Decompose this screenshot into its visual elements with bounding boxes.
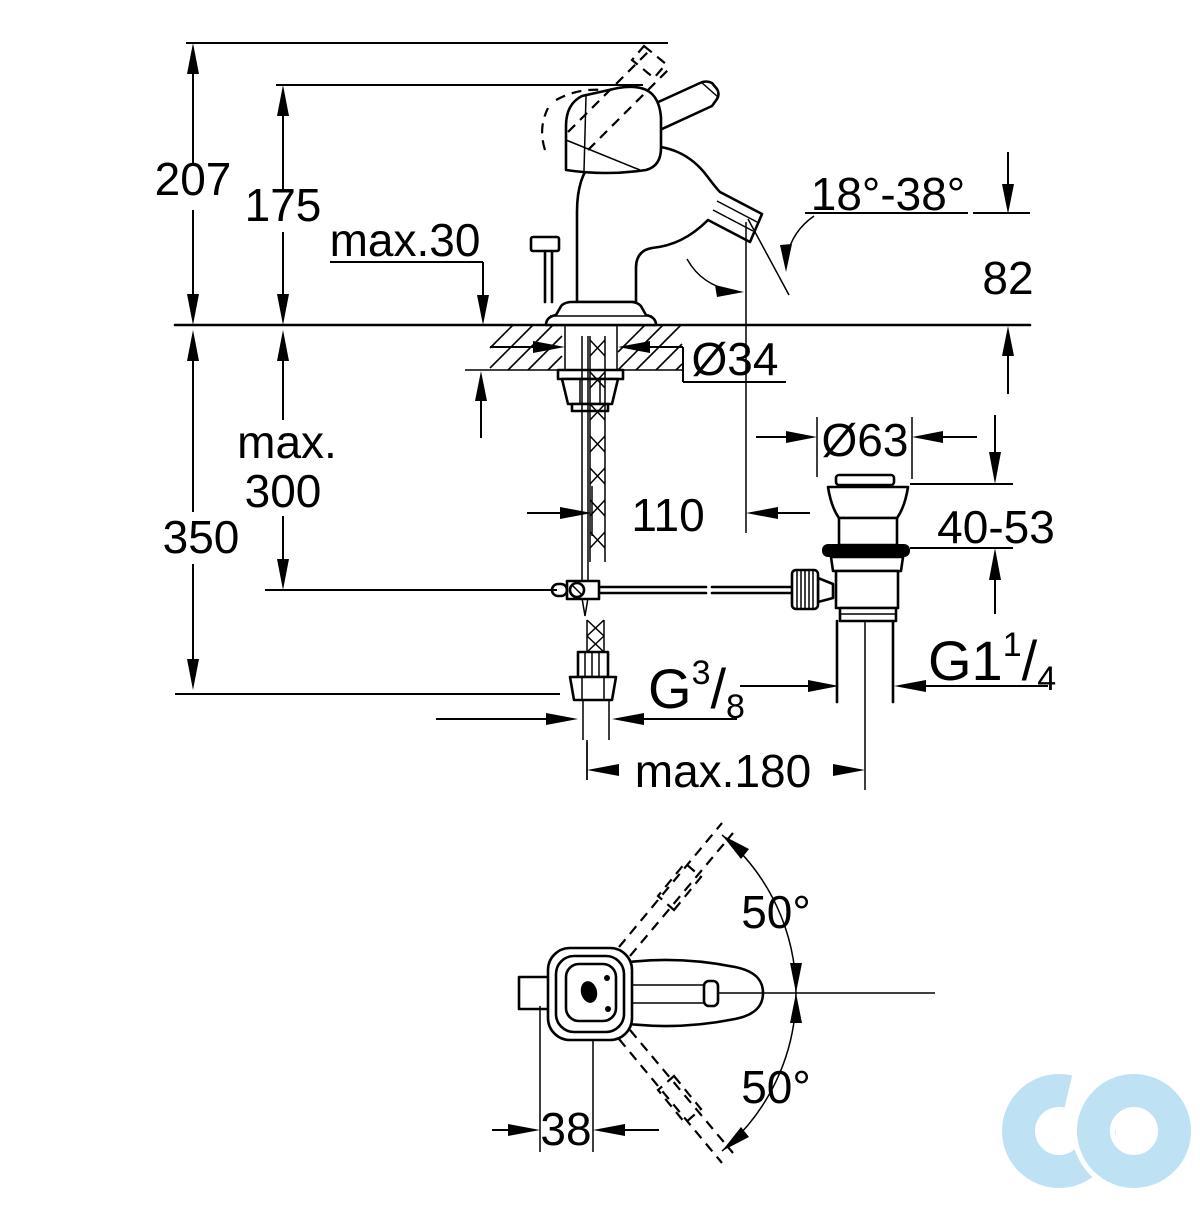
dim-height-to-lever: 175	[245, 179, 322, 231]
top-view: 50° 50° 38	[492, 822, 935, 1164]
watermark-logo	[1002, 1069, 1196, 1193]
counter-deck	[173, 323, 1032, 371]
waste-plug-cap	[834, 473, 896, 487]
side-view: 207 175 max.30 18°-38°	[155, 42, 1056, 797]
dim-deck-thickness: max.30	[330, 214, 481, 266]
handle-logo-mark	[580, 981, 598, 1003]
dim-swivel-lower: 50°	[741, 1061, 811, 1113]
dim-hose-length: 350	[163, 511, 240, 563]
faucet-base	[544, 300, 658, 327]
lever-dashed-down	[618, 1029, 734, 1164]
dim-rod-depth-word: max.	[237, 416, 337, 468]
popup-waste	[790, 473, 910, 790]
swivel-arcs: 50° 50°	[721, 834, 811, 1152]
lever-dashed-up	[618, 822, 734, 957]
logo-d-shape	[1077, 1074, 1191, 1188]
dim-waste-thread: G11/4	[928, 626, 1056, 698]
handle-dashed-position	[541, 44, 669, 151]
dim-waste-clamping-range: 40-53	[937, 501, 1055, 553]
popup-linkage	[550, 336, 792, 617]
dim-overall-height: 207	[155, 153, 232, 205]
dim-waste-flange-diameter: Ø63	[822, 414, 909, 466]
dim-swivel-upper: 50°	[741, 886, 811, 938]
dim-38: 38	[492, 1006, 659, 1155]
liftrod-knob	[529, 235, 561, 253]
dim-rod-depth-value: 300	[245, 465, 322, 517]
waste-bell	[826, 485, 910, 520]
handle-cap	[564, 85, 663, 175]
waste-seal-ring	[822, 544, 910, 557]
dim-spout-outlet-height: 82	[982, 252, 1033, 304]
dimensions-side: 207 175 max.30 18°-38°	[155, 42, 1056, 797]
supply-hose	[556, 336, 625, 780]
hose-nut	[568, 675, 618, 702]
dim-spout-reach: 110	[631, 489, 704, 541]
hose-braid	[589, 339, 606, 549]
waste-body	[834, 569, 900, 610]
dim-rod-reach: max.180	[635, 745, 811, 797]
dim-handle-width: 38	[540, 1103, 591, 1155]
faucet-body	[529, 44, 790, 327]
stream-angle-line	[747, 218, 790, 296]
dim-supply-thread: G3/8	[648, 654, 745, 726]
dim-tap-hole-diameter: Ø34	[692, 333, 779, 385]
dim-spout-angle: 18°-38°	[811, 168, 965, 220]
